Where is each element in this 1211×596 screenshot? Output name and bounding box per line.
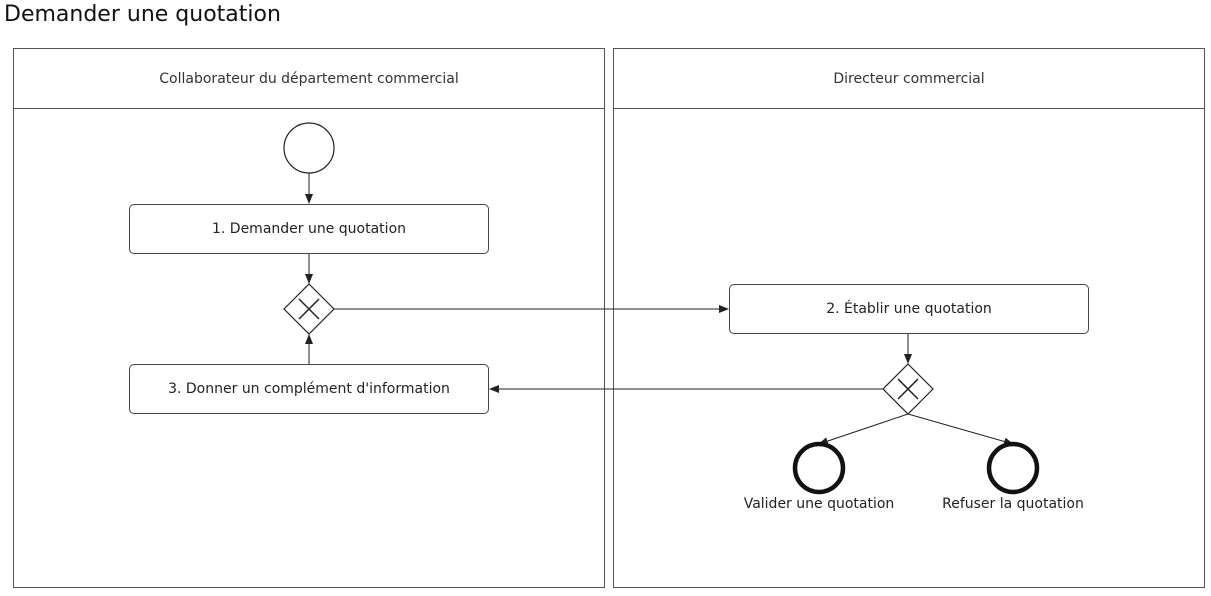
task-donner-complement[interactable]: 3. Donner un complément d'information <box>129 364 489 414</box>
flow-gateway2-to-end-refuser <box>907 413 1014 446</box>
swimlane-directeur: Directeur commercial <box>613 48 1205 588</box>
task-etablir-quotation[interactable]: 2. Établir une quotation <box>729 284 1089 334</box>
end-label-refuser: Refuser la quotation <box>942 496 1084 512</box>
task-demander-quotation[interactable]: 1. Demander une quotation <box>129 204 489 254</box>
task-etablir-quotation-label: 2. Établir une quotation <box>826 301 992 317</box>
lane-header-directeur: Directeur commercial <box>614 49 1204 109</box>
page-title: Demander une quotation <box>4 2 281 27</box>
end-label-valider: Valider une quotation <box>743 496 895 512</box>
task-demander-quotation-label: 1. Demander une quotation <box>211 221 407 237</box>
flow-gateway2-to-end-valider <box>818 413 909 445</box>
swimlane-collaborateur: Collaborateur du département commercial <box>13 48 605 588</box>
exclusive-gateway-1[interactable] <box>283 283 335 335</box>
task-donner-complement-label: 3. Donner un complément d'information <box>168 381 450 397</box>
exclusive-gateway-2[interactable] <box>882 363 934 415</box>
lane-header-collaborateur: Collaborateur du département commercial <box>14 49 604 109</box>
end-event-valider[interactable] <box>792 441 846 495</box>
end-event-refuser[interactable] <box>986 441 1040 495</box>
start-event[interactable] <box>283 122 335 174</box>
